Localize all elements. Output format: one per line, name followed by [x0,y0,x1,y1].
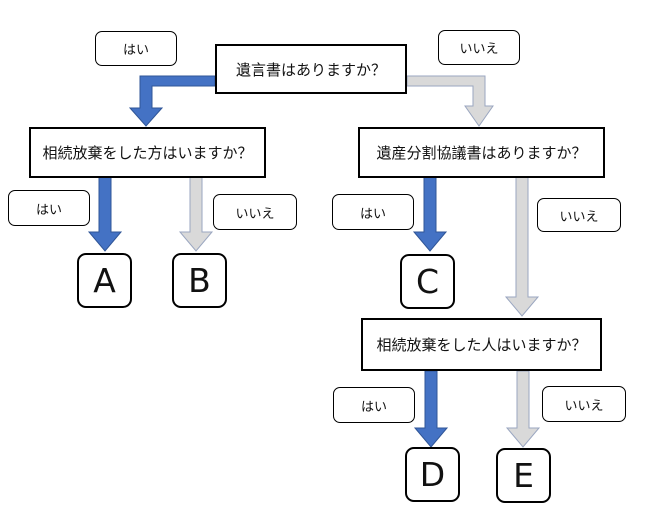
question-renounce-before: 相続放棄をした方はいますか？ [29,127,266,178]
arrow-yes-will [128,75,216,127]
arrow-no-b [178,176,214,252]
arrow-yes-c [412,176,448,252]
label-yes-will: はい [95,31,177,66]
label-no-b: いいえ [213,194,297,230]
arrow-yes-a [87,176,123,252]
result-d: D [405,447,460,502]
result-b: B [172,253,227,308]
label-no-agreement: いいえ [537,198,621,232]
label-yes-c: はい [332,194,414,230]
label-no-will: いいえ [438,30,520,65]
question-agreement: 遺産分割協議書はありますか？ [358,127,605,178]
question-renounce-person: 相続放棄をした人はいますか？ [361,318,602,371]
arrow-no-e [505,370,541,448]
arrow-no-will [406,75,494,127]
question-will: 遺言書はありますか？ [215,44,407,94]
result-e: E [496,448,551,503]
arrow-yes-d [413,370,449,448]
label-yes-d: はい [333,387,415,423]
label-no-e: いいえ [542,386,626,422]
result-a: A [77,253,132,308]
arrow-no-agreement [504,176,540,317]
label-yes-a: はい [8,190,90,226]
result-c: C [400,254,455,309]
